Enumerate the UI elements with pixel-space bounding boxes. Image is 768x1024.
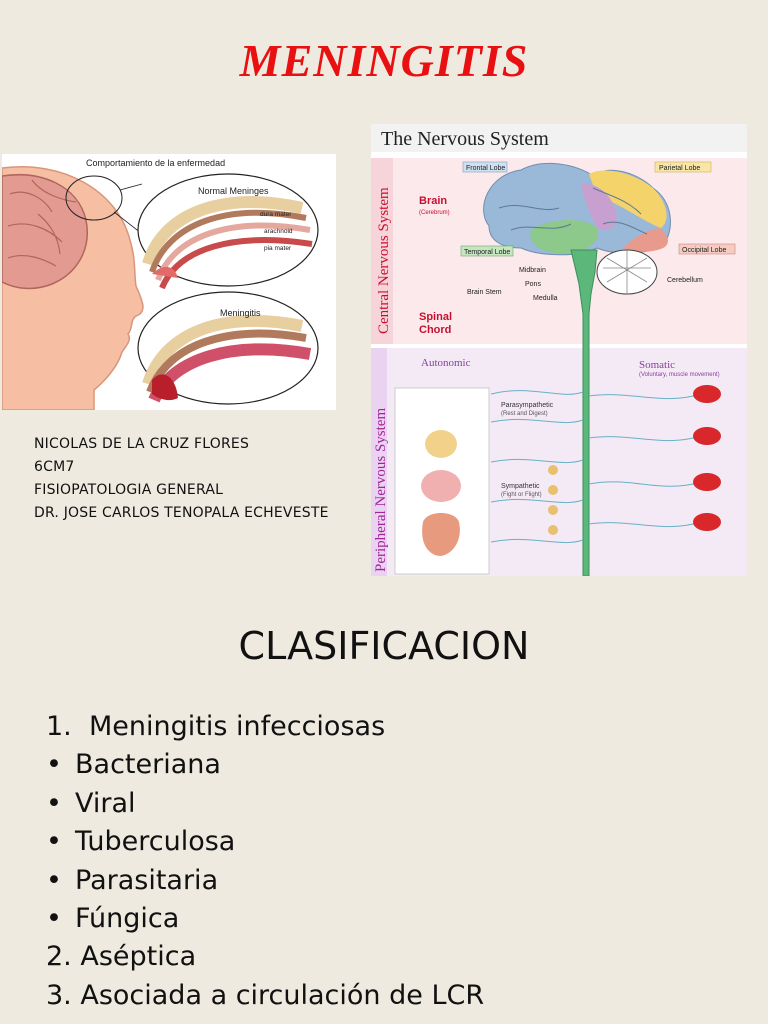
midbrain-label: Midbrain — [519, 267, 546, 274]
list-marker: • — [46, 864, 62, 896]
cerebellum-label: Cerebellum — [667, 277, 703, 284]
meningitis-label: Meningitis — [220, 308, 261, 318]
slide-title: MENINGITIS Comportamiento de la enfermed… — [2, 35, 747, 577]
list-item: 1. Meningitis infecciosas — [46, 708, 484, 746]
nervous-system-figure: The Nervous System Central Nervous Syste… — [371, 124, 747, 577]
author-professor: DR. JOSE CARLOS TENOPALA ECHEVESTE — [34, 505, 329, 521]
muscle-icon — [693, 473, 721, 491]
list-text: Fúngica — [75, 903, 180, 935]
brain-stem-label: Brain Stem — [467, 289, 502, 296]
medulla-label: Medulla — [533, 295, 558, 302]
meninges-illustration: Comportamiento de la enfermedad Normal M… — [2, 154, 336, 410]
dura-mater-label: dura mater — [260, 211, 292, 218]
list-item: • Fúngica — [46, 900, 484, 938]
spinal-cord-icon — [570, 249, 598, 577]
spinal-label: Spinal — [419, 311, 452, 323]
list-text: Viral — [75, 787, 136, 819]
list-text: Aséptica — [80, 941, 197, 973]
slide-title-heading: MENINGITIS — [239, 35, 529, 86]
author-name: NICOLAS DE LA CRUZ FLORES — [34, 436, 250, 452]
parasympathetic-sub-label: (Rest and Digest) — [501, 411, 548, 417]
occipital-lobe-label: Occipital Lobe — [682, 247, 726, 254]
somatic-label: Somatic — [639, 359, 675, 371]
nervous-system-title: The Nervous System — [381, 128, 549, 150]
autonomic-label: Autonomic — [421, 357, 471, 369]
author-group: 6CM7 — [34, 459, 75, 475]
list-item: • Parasitaria — [46, 862, 484, 900]
somatic-sub-label: (Voluntary, muscle movement) — [639, 372, 720, 378]
parasympathetic-label: Parasympathetic — [501, 402, 554, 409]
list-marker: 3. — [46, 979, 72, 1011]
parietal-lobe-label: Parietal Lobe — [659, 165, 700, 172]
muscle-icon — [693, 427, 721, 445]
list-text: Bacteriana — [75, 749, 221, 781]
list-marker: 1. — [46, 711, 72, 742]
slide-clasificacion: CLASIFICACION 1. Meningitis infecciosas •… — [0, 600, 768, 1024]
muscle-icon — [693, 385, 721, 403]
list-item: 3. Asociada a circulación de LCR — [46, 977, 484, 1015]
list-text: Meningitis infecciosas — [89, 711, 386, 742]
list-text: Asociada a circulación de LCR — [80, 979, 485, 1011]
frontal-lobe-label: Frontal Lobe — [466, 165, 505, 172]
temporal-lobe-label: Temporal Lobe — [464, 249, 510, 256]
brain-icon — [2, 174, 88, 290]
meninges-caption: Comportamiento de la enfermedad — [86, 158, 225, 168]
list-text: Parasitaria — [75, 864, 219, 896]
arachnoid-label: arachnoid — [264, 228, 293, 235]
slide-clasificacion-heading: CLASIFICACION — [238, 624, 530, 668]
pons-label: Pons — [525, 281, 541, 288]
list-text: Tuberculosa — [75, 826, 236, 858]
pia-mater-label: pia mater — [264, 245, 292, 252]
list-marker: • — [46, 787, 62, 819]
list-item: 2. Aséptica — [46, 938, 484, 976]
pns-label: Peripheral Nervous System — [373, 408, 389, 572]
cns-label: Central Nervous System — [376, 187, 392, 334]
author-course: FISIOPATOLOGIA GENERAL — [34, 482, 224, 498]
intestine-icon — [422, 513, 460, 556]
brain-label: Brain — [419, 195, 447, 207]
list-item: • Tuberculosa — [46, 823, 484, 861]
list-item: • Bacteriana — [46, 746, 484, 784]
list-marker: 2. — [46, 941, 72, 973]
list-marker: • — [46, 903, 62, 935]
sympathetic-sub-label: (Fight or Flight) — [501, 492, 542, 498]
lungs-icon — [421, 470, 461, 502]
normal-meninges-label: Normal Meninges — [198, 186, 269, 196]
muscle-icon — [693, 513, 721, 531]
list-marker: • — [46, 826, 62, 858]
sympathetic-label: Sympathetic — [501, 483, 540, 490]
chord-label: Chord — [419, 324, 451, 336]
author-block: NICOLAS DE LA CRUZ FLORES 6CM7 FISIOPATO… — [34, 433, 329, 525]
list-marker: • — [46, 749, 62, 781]
pancreas-icon — [425, 430, 457, 458]
list-item: • Viral — [46, 785, 484, 823]
classification-list: 1. Meningitis infecciosas • Bacteriana • Vi… — [46, 708, 484, 1015]
cerebrum-label: (Cerebrum) — [419, 210, 450, 216]
